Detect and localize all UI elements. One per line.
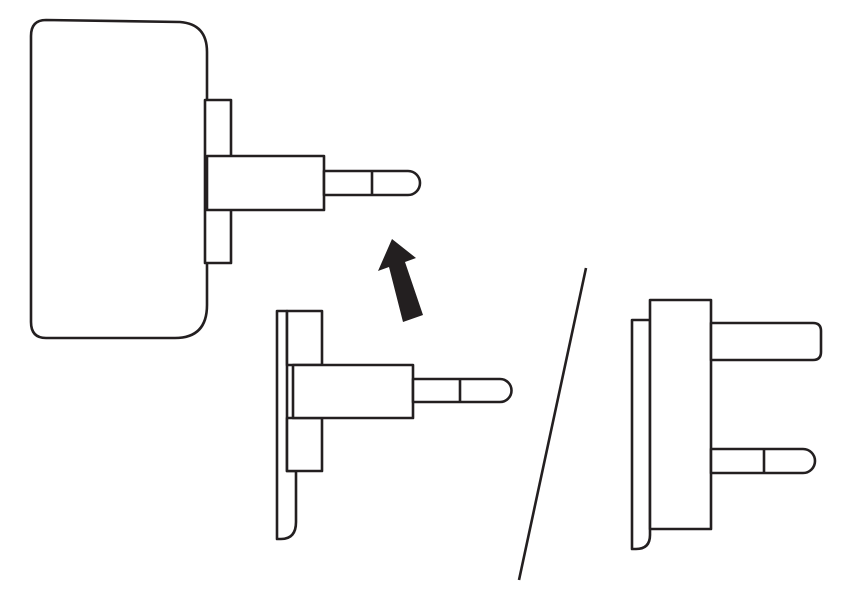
eu-adapter-body [291,363,415,420]
separator-line [517,267,588,581]
uk-adapter-plate [630,318,652,551]
eu-adapter [275,309,513,541]
insert-arrow-icon [378,239,423,322]
uk-adapter-top-pin [709,321,823,362]
charger-body [29,18,209,340]
eu-adapter-upper-tab [285,309,324,367]
eu-adapter-lower-tab [285,416,324,473]
eu-adapter-pin [411,377,513,404]
charger-plug-body [205,154,326,212]
uk-adapter [630,298,823,551]
uk-adapter-body [648,298,713,531]
charger-with-eu-plug [29,18,422,340]
